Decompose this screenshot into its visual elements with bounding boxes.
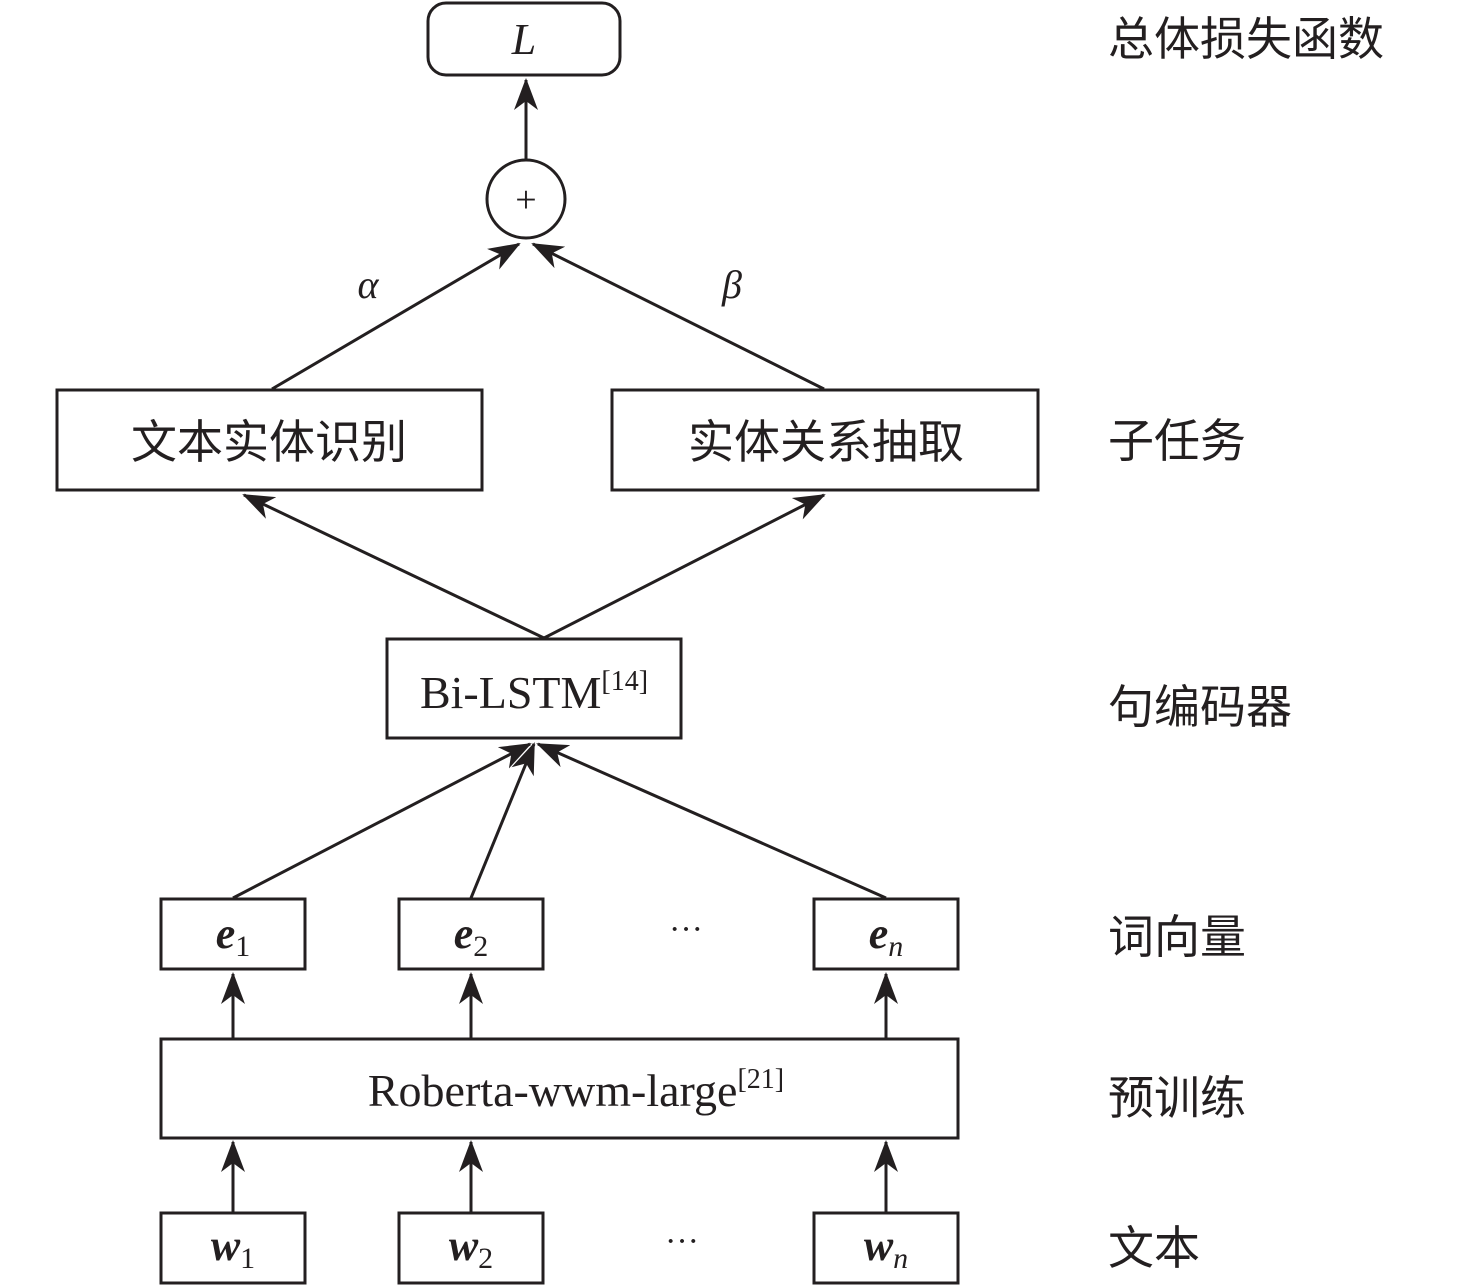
layer-label-embedding: 词向量 (1108, 910, 1246, 964)
layer-labels: 总体损失函数 子任务 句编码器 词向量 预训练 文本 (1108, 12, 1384, 1275)
plus-icon: + (515, 179, 536, 221)
edge-encoder-to-ner (242, 493, 545, 640)
encoder-label: Bi-LSTM[14] (420, 666, 648, 718)
edge-e1-to-encoder (232, 742, 532, 900)
layer-label-loss: 总体损失函数 (1108, 12, 1384, 66)
subtask-re-label: 实体关系抽取 (688, 415, 964, 469)
encoder-node: Bi-LSTM[14] (385, 637, 683, 740)
embedding-en-node: en (812, 897, 960, 971)
embedding-ellipsis: ··· (669, 911, 703, 948)
pretrain-label: Roberta-wwm-large[21] (368, 1064, 784, 1116)
embedding-e1-node: e1 (159, 897, 307, 971)
layer-label-encoder: 句编码器 (1108, 680, 1292, 734)
embedding-e2-node: e2 (397, 897, 545, 971)
input-w1-node: w1 (159, 1211, 307, 1285)
loss-node: L (426, 1, 622, 77)
alpha-weight-label: α (358, 262, 380, 307)
embedding-e2-label: e2 (454, 909, 489, 963)
input-w2-node: w2 (397, 1211, 545, 1285)
layer-label-pretrain: 预训练 (1108, 1071, 1246, 1125)
embedding-en-label: en (869, 909, 904, 963)
input-wn-node: wn (812, 1211, 960, 1285)
loss-label: L (511, 15, 536, 64)
sum-node: + (485, 158, 567, 240)
input-w1-label: w1 (211, 1221, 255, 1275)
subtask-ner-node: 文本实体识别 (55, 388, 484, 492)
layer-label-text: 文本 (1108, 1221, 1200, 1275)
subtask-re-node: 实体关系抽取 (610, 388, 1040, 492)
edge-re-to-sum (531, 242, 825, 391)
beta-weight-label: β (721, 262, 742, 307)
edge-ner-to-sum (271, 242, 521, 391)
edge-en-to-encoder (536, 742, 887, 900)
pretrain-node: Roberta-wwm-large[21] (159, 1037, 960, 1140)
input-wn-label: wn (864, 1221, 908, 1275)
layer-label-subtask: 子任务 (1108, 414, 1246, 468)
edge-e2-to-encoder (469, 742, 536, 899)
input-w2-label: w2 (449, 1221, 493, 1275)
edge-encoder-to-re (543, 493, 826, 640)
subtask-ner-label: 文本实体识别 (131, 415, 407, 469)
input-ellipsis: ··· (665, 1223, 699, 1260)
edges (221, 78, 898, 1212)
embedding-e1-label: e1 (216, 909, 251, 963)
